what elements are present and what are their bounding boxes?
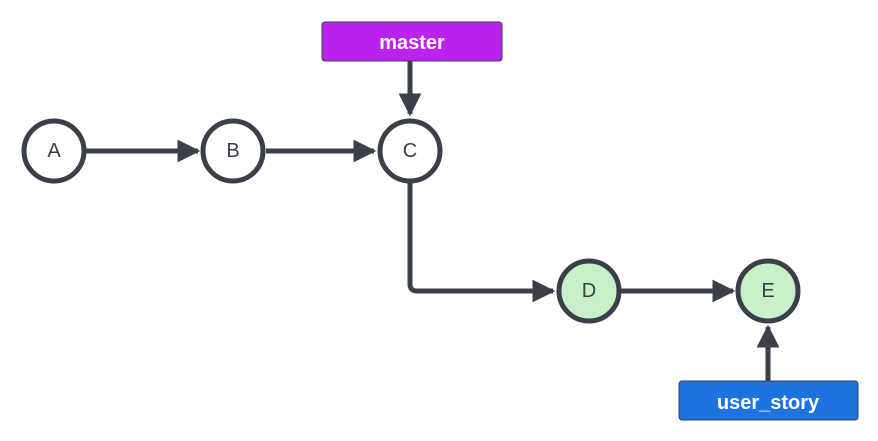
commit-node-b: B <box>200 118 266 184</box>
commit-node-c: C <box>377 118 443 184</box>
commit-node-d: D <box>556 258 622 324</box>
commit-circle-a <box>21 118 87 184</box>
branch-master-box <box>321 21 503 62</box>
commit-node-a: A <box>21 118 87 184</box>
commit-label-c: C <box>403 140 417 162</box>
commit-circle-b <box>200 118 266 184</box>
commit-node-e: E <box>735 258 801 324</box>
branch-user-story-label: user_story <box>717 392 820 414</box>
branch-master-label: master <box>379 32 445 54</box>
commit-circle-d <box>556 258 622 324</box>
commit-label-b: B <box>226 140 239 162</box>
edge-c-d <box>407 183 556 303</box>
commit-label-a: A <box>47 140 61 162</box>
commit-circle-e <box>735 258 801 324</box>
commit-label-d: D <box>582 280 596 302</box>
branch-user-story-box <box>678 380 859 421</box>
branch-user-story: user_story <box>678 380 859 421</box>
commit-label-e: E <box>761 280 774 302</box>
branch-master: master <box>321 21 503 62</box>
commit-circle-c <box>377 118 443 184</box>
